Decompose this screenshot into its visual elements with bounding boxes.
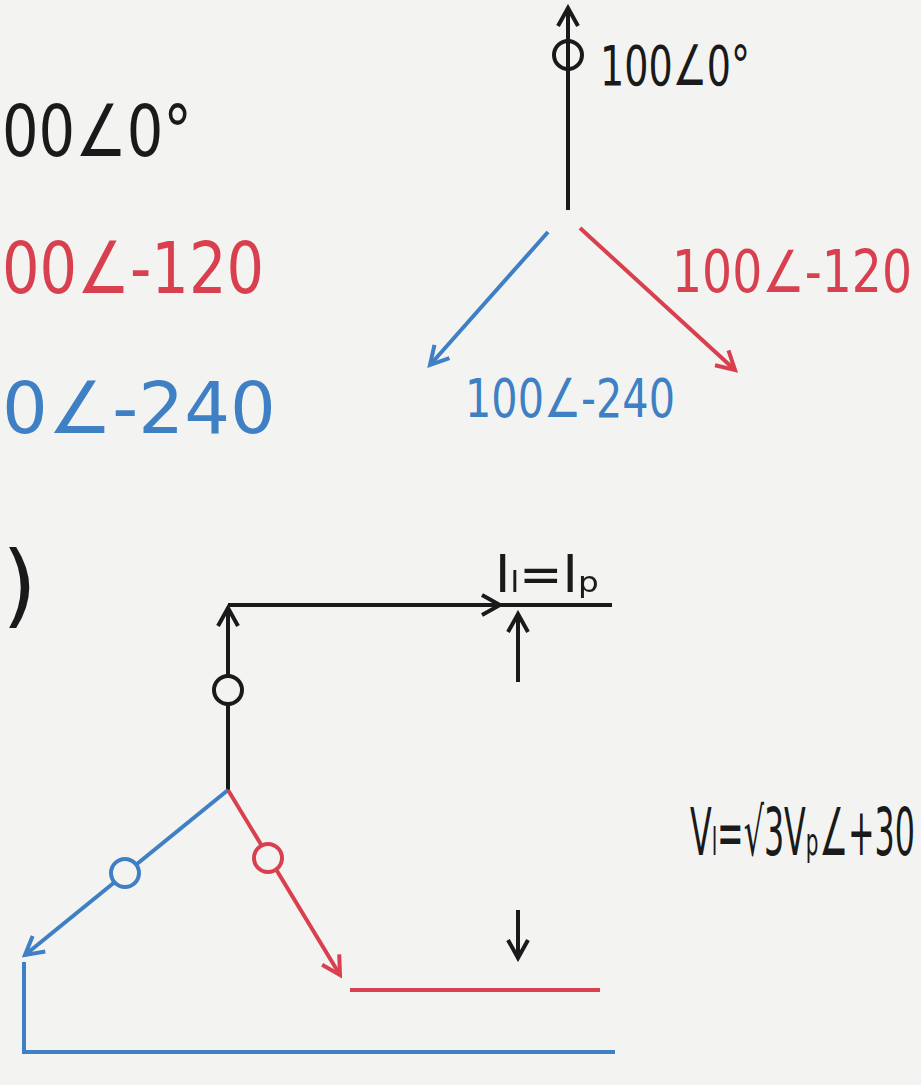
phasor-label: 100∠-240: [465, 372, 675, 426]
phase-voltage: 0∠-240: [2, 372, 276, 444]
voltage-relation: Vₗ=√3Vₚ∠+30: [690, 800, 915, 866]
phasor-label: 100∠-120: [672, 243, 912, 301]
wye-source: [24, 605, 615, 1052]
phase-voltage: 00∠-120: [2, 232, 264, 304]
phasor-label: 100∠0°: [600, 38, 750, 94]
phase-voltage: 00∠0°: [2, 95, 192, 167]
current-relation: Iₗ=Iₚ: [495, 548, 600, 600]
current-line: [245, 605, 612, 958]
bracket-text: ): [2, 540, 37, 630]
